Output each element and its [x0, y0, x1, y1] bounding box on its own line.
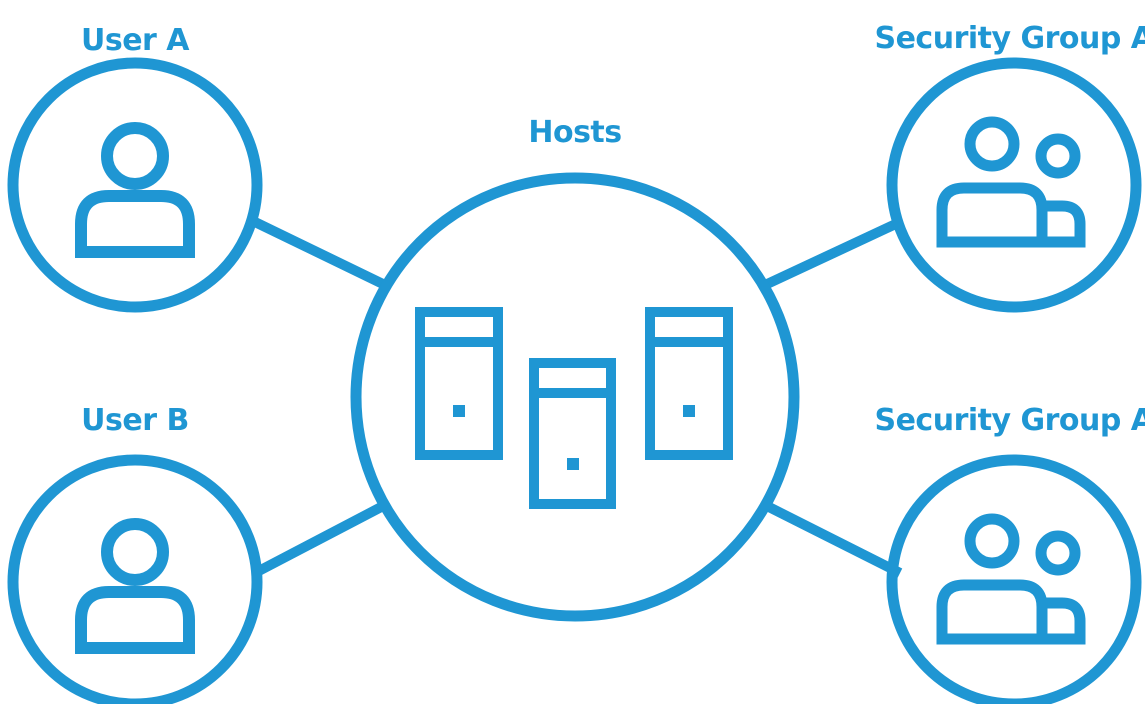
hosts-circle: [350, 172, 800, 622]
security-group-top-node: Security Group A: [874, 21, 1145, 313]
user-group-bottom-icon: [942, 519, 1080, 639]
connector-group-top: [762, 217, 903, 290]
user-b-icon: [81, 524, 189, 648]
user-a-label: User A: [81, 23, 190, 58]
user-a-circle: [7, 57, 263, 313]
security-group-bottom-label: Security Group A: [874, 403, 1145, 438]
server-right-icon: [645, 307, 733, 460]
security-group-top-label: Security Group A: [874, 21, 1145, 56]
hosts-node: Hosts: [350, 115, 800, 622]
user-b-label: User B: [81, 403, 189, 438]
hosts-label: Hosts: [528, 115, 621, 150]
user-b-node: User B: [7, 403, 263, 704]
user-a-icon: [81, 128, 189, 252]
connector-user-a: [252, 217, 388, 290]
user-b-circle: [7, 454, 263, 704]
security-group-bottom-node: Security Group A: [874, 403, 1145, 704]
security-group-top-circle: [886, 57, 1142, 313]
servers-icon: [415, 307, 733, 509]
server-left-icon: [415, 307, 503, 460]
security-group-bottom-circle: [886, 454, 1142, 704]
user-a-node: User A: [7, 23, 263, 313]
user-group-top-icon: [942, 122, 1080, 242]
connector-user-b: [252, 500, 388, 578]
connector-group-bottom: [762, 500, 903, 578]
server-middle-icon: [529, 358, 616, 509]
